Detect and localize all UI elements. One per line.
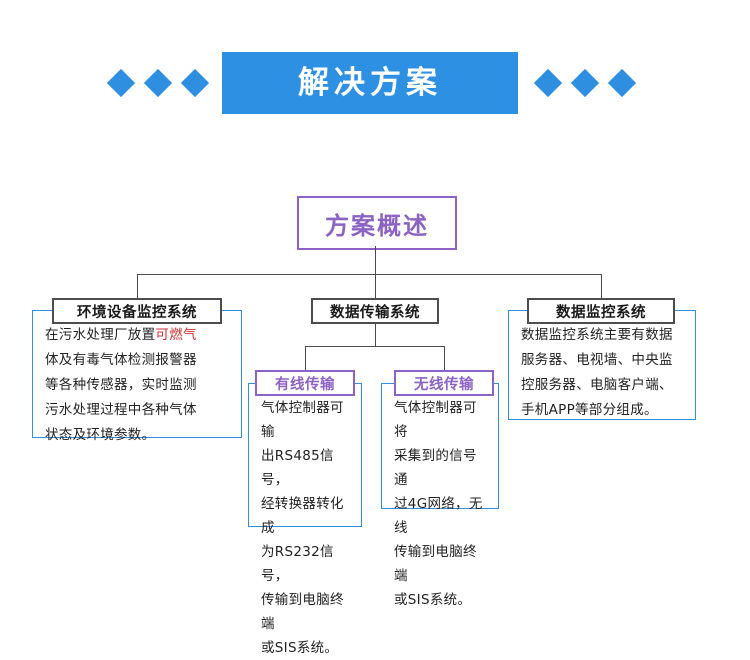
- connector-level2-bar: [305, 346, 445, 347]
- node-label-text: 数据传输系统: [330, 304, 420, 321]
- diamond-decoration-icon: [106, 68, 136, 98]
- connector-drop-data-monitoring: [601, 274, 602, 300]
- content-line: 气体控制器可将: [394, 400, 477, 440]
- page-title-banner: 解决方案: [222, 52, 518, 114]
- connector-drop-data-transmission: [375, 274, 376, 300]
- content-line: 过4G网络，无线: [394, 496, 483, 536]
- header-banner: 解决方案: [0, 52, 750, 114]
- content-line: 传输到电脑终端: [261, 592, 344, 632]
- node-label-data-monitoring: 数据监控系统: [527, 298, 675, 324]
- content-line: 控服务器、电脑客户端、: [521, 377, 673, 393]
- content-line: 状态及环境参数。: [45, 427, 156, 443]
- node-label-data-transmission: 数据传输系统: [311, 298, 439, 324]
- content-line: 出RS485信号，: [261, 448, 334, 488]
- content-line: 体及有毒气体检测报警器: [45, 352, 197, 368]
- node-label-text: 有线传输: [275, 376, 335, 393]
- diamond-decoration-icon: [533, 68, 563, 98]
- content-line: 服务器、电视墙、中央监: [521, 352, 673, 368]
- content-box-data-monitoring: 数据监控系统主要有数据 服务器、电视墙、中央监 控服务器、电脑客户端、 手机AP…: [508, 310, 696, 420]
- content-line: 或SIS系统。: [261, 640, 339, 656]
- content-line: 为RS232信号，: [261, 544, 334, 584]
- node-label-text: 无线传输: [414, 376, 474, 393]
- diamond-decoration-icon: [143, 68, 173, 98]
- content-line: 采集到的信号通: [394, 448, 477, 488]
- overview-node: 方案概述: [297, 196, 457, 250]
- content-line: 等各种传感器，实时监测: [45, 377, 197, 393]
- content-box-environment-monitoring: 在污水处理厂放置可燃气 体及有毒气体检测报警器 等各种传感器，实时监测 污水处理…: [32, 310, 242, 443]
- content-box-wireless-transmission: 气体控制器可将 采集到的信号通 过4G网络，无线 传输到电脑终端 或SIS系统。: [381, 383, 499, 608]
- content-line: 气体控制器可输: [261, 400, 344, 440]
- overview-node-label: 方案概述: [325, 211, 429, 240]
- node-label-environment-monitoring: 环境设备监控系统: [52, 298, 222, 324]
- content-line: 手机APP等部分组成。: [521, 402, 658, 418]
- content-line: 污水处理过程中各种气体: [45, 402, 197, 418]
- diamond-decoration-icon: [570, 68, 600, 98]
- content-line: 数据监控系统主要有数据: [521, 327, 673, 343]
- content-line: 传输到电脑终端: [394, 544, 477, 584]
- content-text-highlight: 可燃气: [155, 327, 197, 343]
- content-line: 或SIS系统。: [394, 592, 472, 608]
- connector-level1-bar: [137, 274, 601, 275]
- connector-overview-stem: [375, 246, 376, 274]
- node-label-wired-transmission: 有线传输: [255, 370, 355, 396]
- content-box-wired-transmission: 气体控制器可输 出RS485信号， 经转换器转化成 为RS232信号， 传输到电…: [248, 383, 362, 656]
- node-label-text: 环境设备监控系统: [77, 304, 197, 321]
- connector-transmission-stem: [375, 324, 376, 346]
- diamond-decoration-icon: [180, 68, 210, 98]
- node-label-text: 数据监控系统: [556, 304, 646, 321]
- page-title: 解决方案: [298, 64, 442, 101]
- connector-drop-wireless: [444, 346, 445, 372]
- node-label-wireless-transmission: 无线传输: [394, 370, 494, 396]
- content-text-prefix: 在污水处理厂放置: [45, 327, 156, 343]
- content-line: 在污水处理厂放置可燃气: [45, 323, 231, 348]
- content-line: 经转换器转化成: [261, 496, 344, 536]
- connector-drop-environment: [137, 274, 138, 300]
- diamond-decoration-icon: [607, 68, 637, 98]
- connector-drop-wired: [305, 346, 306, 372]
